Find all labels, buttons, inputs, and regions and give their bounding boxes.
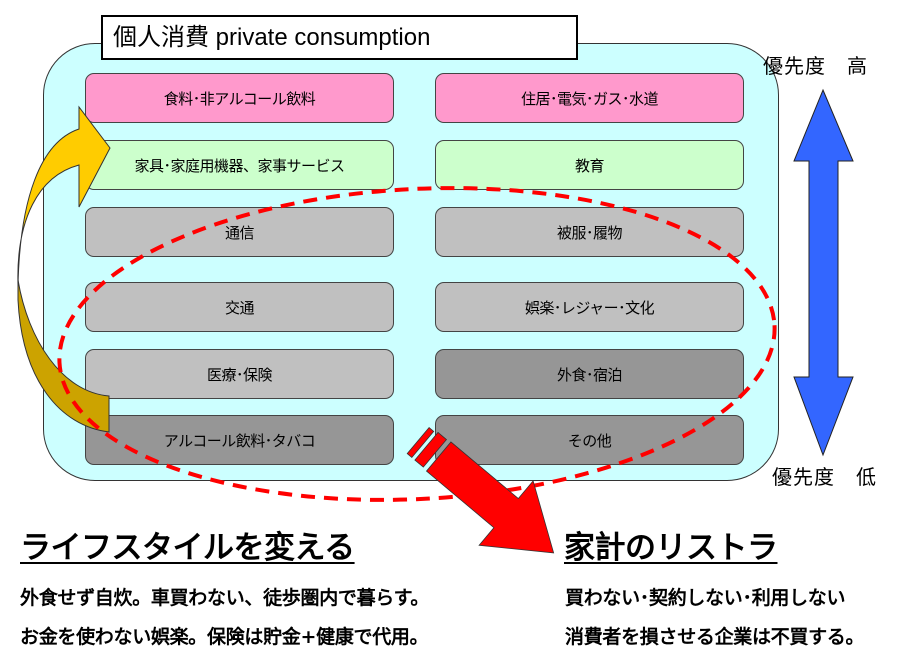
category-medical-insurance: 医療･保険 — [85, 349, 394, 399]
priority-high-label: 優先度 高 — [763, 54, 868, 78]
diagram-title: 個人消費 private consumption — [101, 15, 578, 60]
category-recreation-culture: 娯楽･レジャー･文化 — [435, 282, 744, 332]
category-housing-utilities: 住居･電気･ガス･水道 — [435, 73, 744, 123]
lifestyle-line-2: お金を使わない娯楽。保険は貯金+健康で代用。 — [20, 626, 429, 648]
category-education: 教育 — [435, 140, 744, 190]
priority-low-label: 優先度 低 — [772, 465, 877, 489]
restructure-line-1: 買わない･契約しない･利用しない — [565, 587, 846, 609]
category-communication: 通信 — [85, 207, 394, 257]
category-other: その他 — [435, 415, 744, 465]
category-alcohol-tobacco: アルコール飲料･タバコ — [85, 415, 394, 465]
restructure-line-2: 消費者を損させる企業は不買する。 — [565, 626, 865, 648]
category-food: 食料･非アルコール飲料 — [85, 73, 394, 123]
category-dining-lodging: 外食･宿泊 — [435, 349, 744, 399]
lifestyle-line-1: 外食せず自炊。車買わない、徒歩圏内で暮らす。 — [20, 587, 430, 609]
lifestyle-heading: ライフスタイルを変える — [20, 530, 355, 566]
priority-double-arrow-icon — [793, 88, 854, 457]
category-transport: 交通 — [85, 282, 394, 332]
category-furniture-household: 家具･家庭用機器、家事サービス — [85, 140, 394, 190]
restructure-heading: 家計のリストラ — [564, 530, 778, 566]
category-clothing-footwear: 被服･履物 — [435, 207, 744, 257]
